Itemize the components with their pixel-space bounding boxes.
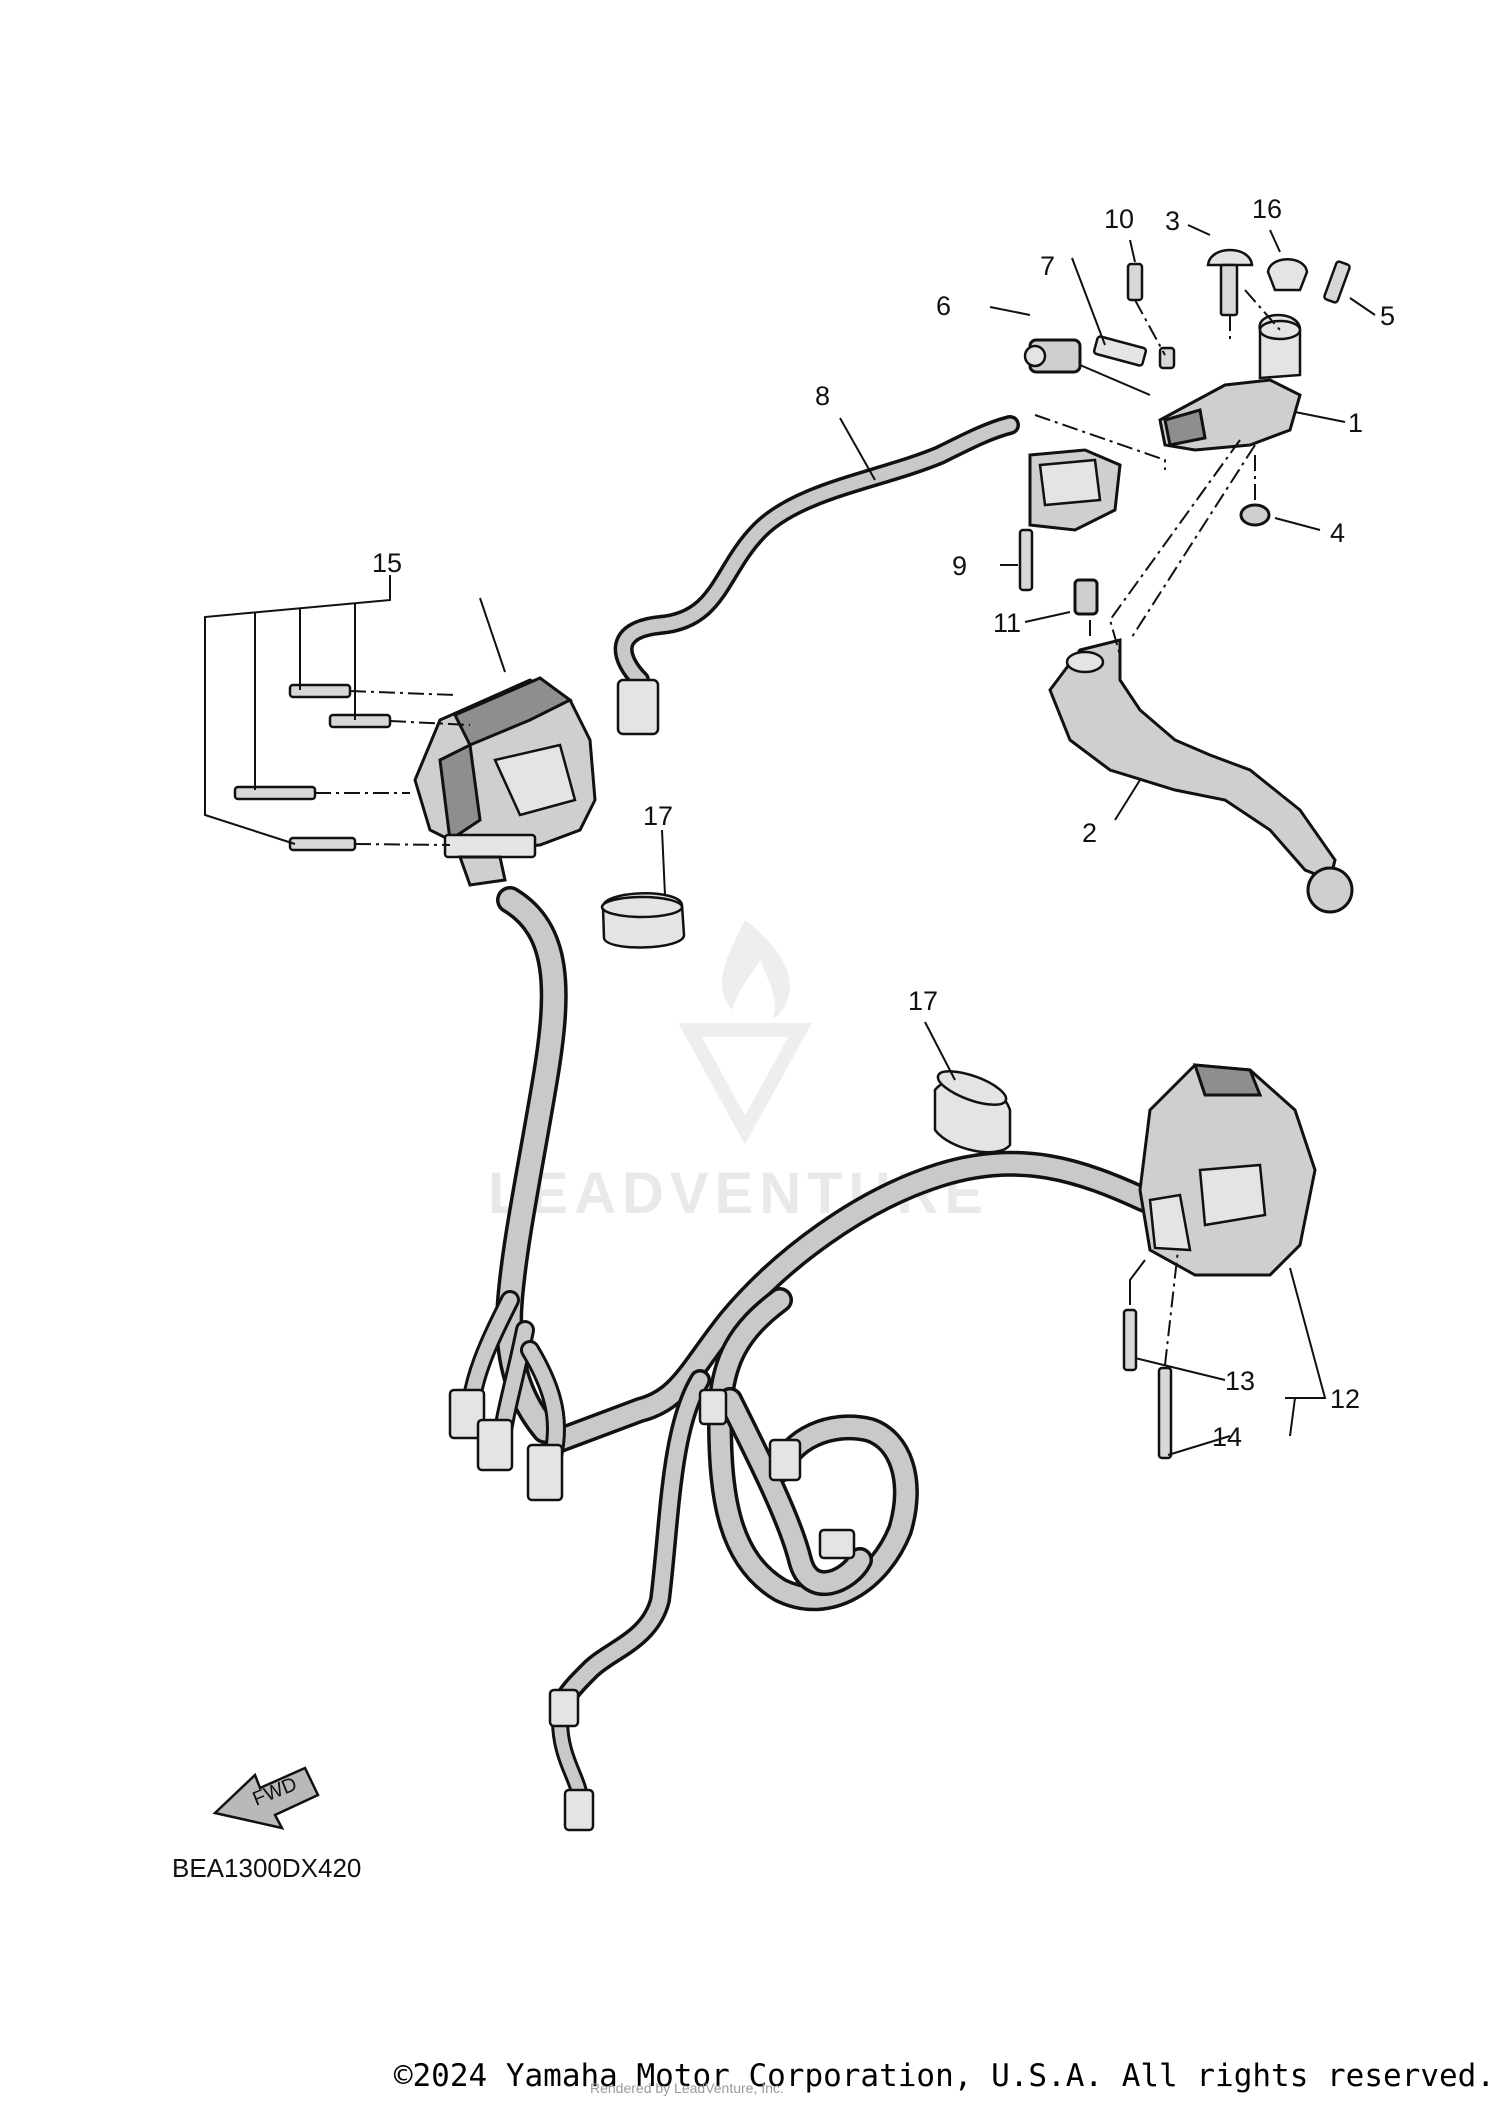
clutch-lever-holder (1158, 313, 1302, 452)
clutch-switch-connector (1028, 414, 1166, 532)
right-handlebar-switch (1138, 1063, 1317, 1277)
small-hardware (839, 224, 1376, 821)
fwd-direction-arrow: FWD (212, 1766, 320, 1830)
callout-15: 15 (372, 548, 402, 578)
callout-1: 1 (1348, 408, 1363, 438)
callout-3: 3 (1165, 206, 1180, 236)
clutch-switch-cable (613, 415, 1020, 736)
callout-13: 13 (1225, 1366, 1255, 1396)
callout-15-leaders (204, 575, 506, 845)
wiring-harness (547, 1150, 1158, 1832)
clutch-lever (1048, 638, 1354, 914)
copyright-notice: ©2024 Yamaha Motor Corporation, U.S.A. A… (393, 2058, 1495, 2094)
callout-9: 9 (952, 551, 967, 581)
callout-2: 2 (1082, 818, 1097, 848)
callout-10: 10 (1104, 204, 1134, 234)
callout-16: 16 (1252, 194, 1282, 224)
callout-17-left: 17 (643, 801, 673, 831)
collar-17-right (924, 1021, 1012, 1154)
callout-7: 7 (1040, 251, 1055, 281)
drawing-code: BEA1300DX420 (172, 1853, 361, 1883)
callout-12: 12 (1330, 1384, 1360, 1414)
switch-screws-13-14 (1122, 1249, 1327, 1460)
collar-17-left (600, 829, 686, 949)
left-switch-cable (448, 886, 568, 1502)
callout-17-right: 17 (908, 986, 938, 1016)
callout-5: 5 (1380, 301, 1395, 331)
rendered-by-watermark: Rendered by LeadVenture, Inc. (590, 2080, 784, 2096)
callout-11: 11 (993, 608, 1021, 638)
callout-14: 14 (1212, 1422, 1242, 1452)
clutch-switch (989, 306, 1151, 396)
callout-4: 4 (1330, 518, 1345, 548)
leadventure-logo-icon (678, 920, 812, 1145)
left-handlebar-switch (413, 676, 597, 887)
callout-6: 6 (936, 291, 951, 321)
callout-8: 8 (815, 381, 830, 411)
